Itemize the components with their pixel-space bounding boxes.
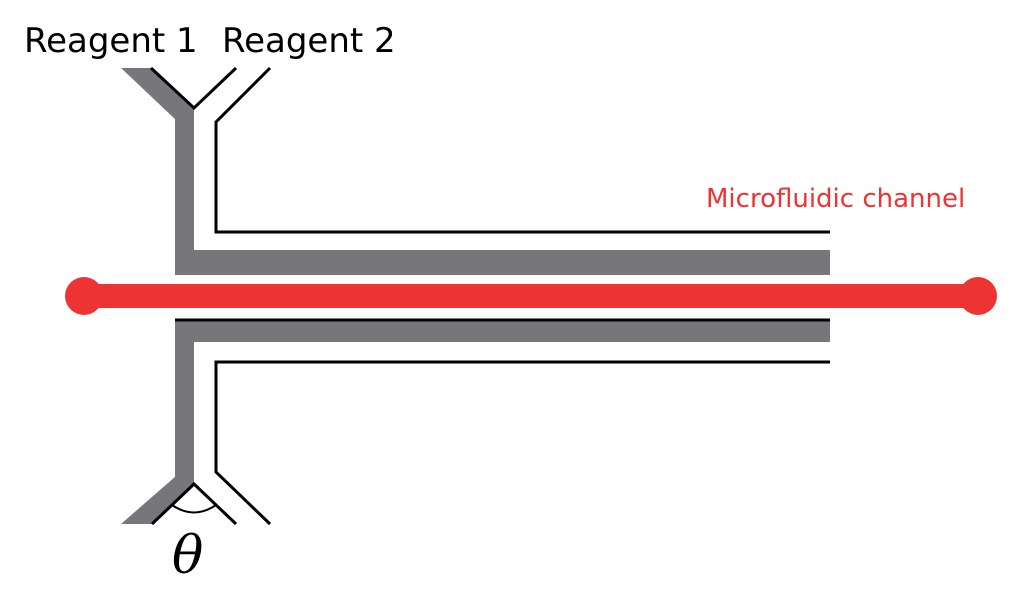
lower-inlet-fluid [121,476,194,524]
lower-inner-wall [150,481,238,526]
microfluidic-channel-label: Microfluidic channel [706,184,966,214]
upper-fluid-stream [175,118,830,275]
reagent-2-label: Reagent 2 [222,21,396,61]
upper-outer-wall [214,66,830,234]
upper-inner-wall [149,66,238,111]
angle-theta-label: θ [172,526,204,586]
reagent-1-label: Reagent 1 [24,21,198,61]
reagent-1-inlet-fluid [121,68,194,120]
channel-left-endpoint [65,277,103,315]
lower-outer-wall [214,360,830,526]
angle-arc [171,504,217,514]
channel-right-endpoint [959,277,997,315]
lower-fluid-stream [175,320,830,478]
